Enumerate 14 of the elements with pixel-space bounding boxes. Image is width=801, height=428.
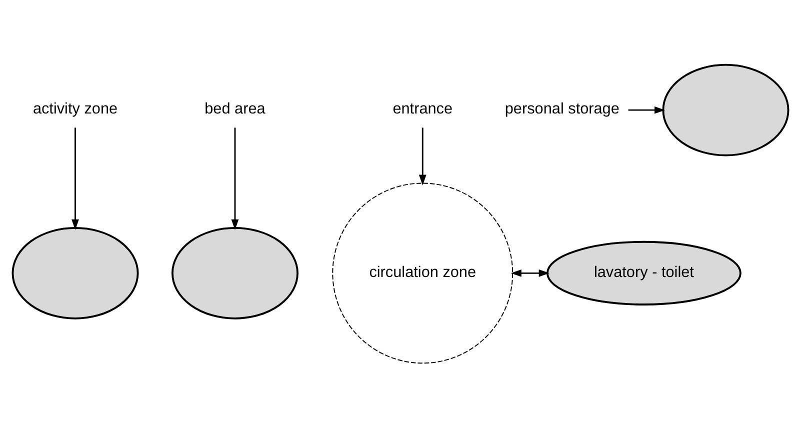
node-text: personal storage: [504, 100, 620, 118]
node-text: activity zone: [32, 100, 118, 118]
node-circle: circulation zone: [332, 182, 514, 364]
arrow: [418, 128, 426, 186]
node-text: entrance: [392, 100, 453, 118]
arrow: [231, 128, 239, 230]
node-ellipse: [171, 227, 298, 320]
arrow: [628, 106, 666, 114]
node-text: bed area: [204, 100, 266, 118]
node-ellipse: [662, 64, 790, 156]
arrow: [510, 269, 550, 277]
arrow: [72, 128, 79, 230]
node-ellipse: [12, 227, 139, 320]
node-ellipse: lavatory - toilet: [546, 240, 742, 306]
